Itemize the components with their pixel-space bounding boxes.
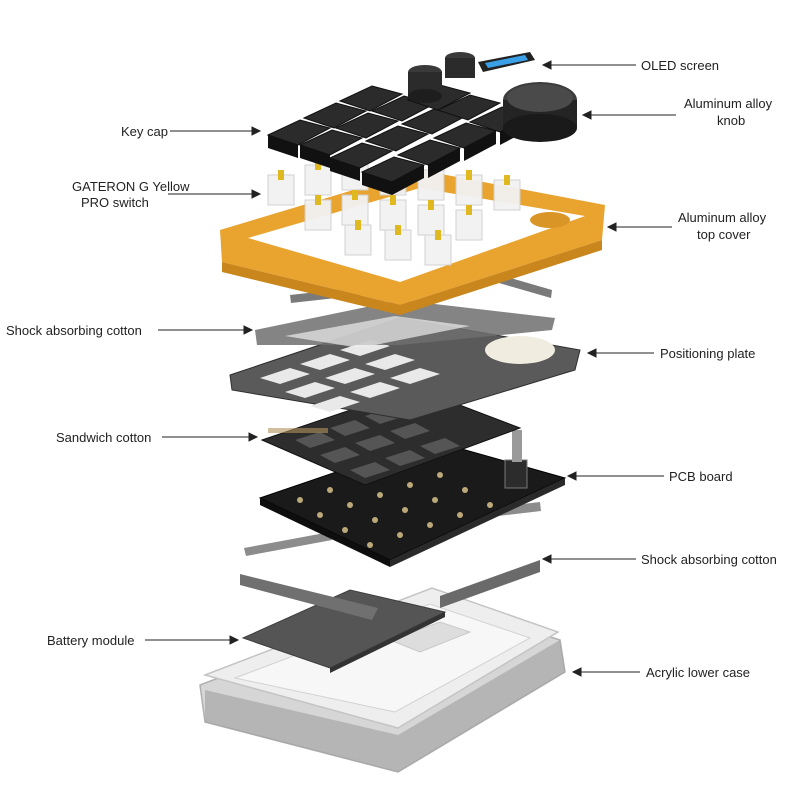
aluminum-knob — [503, 82, 577, 142]
label-knob-line2: knob — [717, 113, 745, 128]
small-knobs — [408, 52, 475, 103]
label-positioning-plate: Positioning plate — [660, 346, 755, 361]
positioning-plate — [229, 317, 581, 421]
label-acrylic-case: Acrylic lower case — [646, 665, 750, 680]
label-top-cover-line1: Aluminum alloy — [678, 210, 767, 225]
label-sandwich-cotton: Sandwich cotton — [56, 430, 151, 445]
switches — [267, 155, 521, 266]
label-pcb-board: PCB board — [669, 469, 733, 484]
bottom-spacer-bars — [240, 560, 540, 620]
oled-screen — [478, 52, 535, 72]
shock-cotton-top — [255, 300, 555, 348]
battery-module — [241, 589, 447, 673]
label-shock-cotton-top: Shock absorbing cotton — [6, 323, 142, 338]
label-knob-line1: Aluminum alloy — [684, 96, 773, 111]
label-keycap: Key cap — [121, 124, 168, 139]
label-top-cover-line2: top cover — [697, 227, 751, 242]
label-shock-cotton-bottom: Shock absorbing cotton — [641, 552, 777, 567]
label-battery-module: Battery module — [47, 633, 134, 648]
label-switch-line1: GATERON G Yellow — [72, 179, 190, 194]
label-oled-screen: OLED screen — [641, 58, 719, 73]
leader-lines — [145, 60, 676, 677]
label-switch-line2: PRO switch — [81, 195, 149, 210]
